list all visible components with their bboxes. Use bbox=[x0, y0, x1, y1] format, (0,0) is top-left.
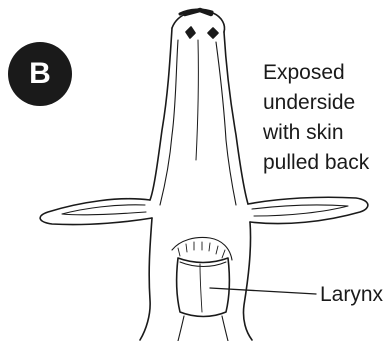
caption-line-4: pulled back bbox=[263, 148, 387, 178]
larynx bbox=[177, 258, 230, 317]
head-outline-right bbox=[224, 32, 248, 204]
caption-line-3: with skin bbox=[263, 118, 387, 148]
left-ear bbox=[40, 199, 152, 225]
badge-letter: B bbox=[29, 57, 51, 91]
head-outline-left bbox=[150, 28, 172, 200]
figure-letter-badge: B bbox=[8, 42, 72, 106]
caption-line-1: Exposed bbox=[263, 58, 387, 88]
nostrils bbox=[186, 27, 218, 38]
jaw-midline bbox=[196, 40, 198, 160]
neck-outline-right bbox=[243, 222, 252, 340]
larynx-leader-line bbox=[210, 288, 316, 294]
skin-fold-fringe bbox=[178, 242, 225, 258]
trachea-lines bbox=[178, 316, 228, 341]
caption-line-2: underside bbox=[263, 88, 387, 118]
right-ear bbox=[248, 197, 368, 223]
exposed-underside-caption: Exposed underside with skin pulled back bbox=[263, 58, 387, 178]
larynx-label: Larynx bbox=[320, 283, 383, 307]
nose-tip bbox=[172, 10, 225, 32]
neck-outline-left bbox=[140, 218, 152, 340]
